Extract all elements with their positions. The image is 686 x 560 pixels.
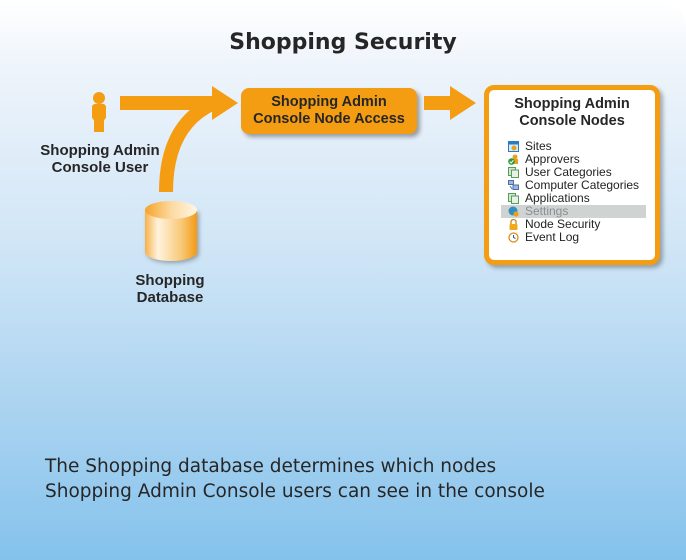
lock-icon xyxy=(508,218,519,230)
database-label: Shopping Database xyxy=(120,272,220,306)
node-item-label: Sites xyxy=(525,139,552,153)
access-to-nodes-arrow xyxy=(424,86,476,120)
node-item-label: Applications xyxy=(525,191,590,205)
event-log-icon xyxy=(508,232,519,243)
sites-icon xyxy=(508,141,519,152)
node-item-event-log[interactable]: Event Log xyxy=(501,231,646,244)
node-item-applications[interactable]: Applications xyxy=(501,192,646,205)
user-label-line1: Shopping Admin xyxy=(40,142,160,159)
node-item-label: User Categories xyxy=(525,165,612,179)
nodes-title-line1: Shopping Admin xyxy=(514,96,630,112)
footer-caption: The Shopping database determines which n… xyxy=(45,454,545,504)
node-item-sites[interactable]: Sites xyxy=(501,140,646,153)
database-label-line2: Database xyxy=(136,289,204,306)
node-item-label: Settings xyxy=(525,204,569,218)
user-label: Shopping Admin Console User xyxy=(36,142,164,176)
node-item-label: Node Security xyxy=(525,217,601,231)
computer-categories-icon xyxy=(508,180,519,191)
node-item-settings[interactable]: Settings xyxy=(501,205,646,218)
node-item-label: Computer Categories xyxy=(525,178,640,192)
node-item-label: Event Log xyxy=(525,230,580,244)
access-box-line2: Console Node Access xyxy=(253,111,405,127)
node-access-box: Shopping Admin Console Node Access xyxy=(241,88,417,134)
user-label-line2: Console User xyxy=(51,159,149,176)
access-box-line1: Shopping Admin xyxy=(271,94,387,110)
user-icon xyxy=(92,92,106,132)
nodes-list: Sites Approvers User Categories Computer… xyxy=(501,140,646,244)
approvers-icon xyxy=(508,154,519,165)
node-item-label: Approvers xyxy=(525,152,580,166)
applications-icon xyxy=(508,193,519,204)
footer-line1: The Shopping database determines which n… xyxy=(45,456,497,477)
database-icon xyxy=(145,201,197,261)
database-label-line1: Shopping xyxy=(135,272,205,289)
node-item-approvers[interactable]: Approvers xyxy=(501,153,646,166)
database-to-access-arrow xyxy=(159,96,218,193)
nodes-title-line2: Console Nodes xyxy=(519,113,625,129)
node-item-user-categories[interactable]: User Categories xyxy=(501,166,646,179)
node-item-node-security[interactable]: Node Security xyxy=(501,218,646,231)
node-item-computer-categories[interactable]: Computer Categories xyxy=(501,179,646,192)
console-nodes-panel: Shopping Admin Console Nodes Sites Appro… xyxy=(484,85,660,265)
user-to-access-arrow xyxy=(120,86,238,120)
nodes-panel-title: Shopping Admin Console Nodes xyxy=(489,96,655,130)
user-categories-icon xyxy=(508,167,519,178)
diagram-title: Shopping Security xyxy=(229,30,457,55)
settings-icon xyxy=(508,206,519,217)
footer-line2: Shopping Admin Console users can see in … xyxy=(45,481,545,502)
